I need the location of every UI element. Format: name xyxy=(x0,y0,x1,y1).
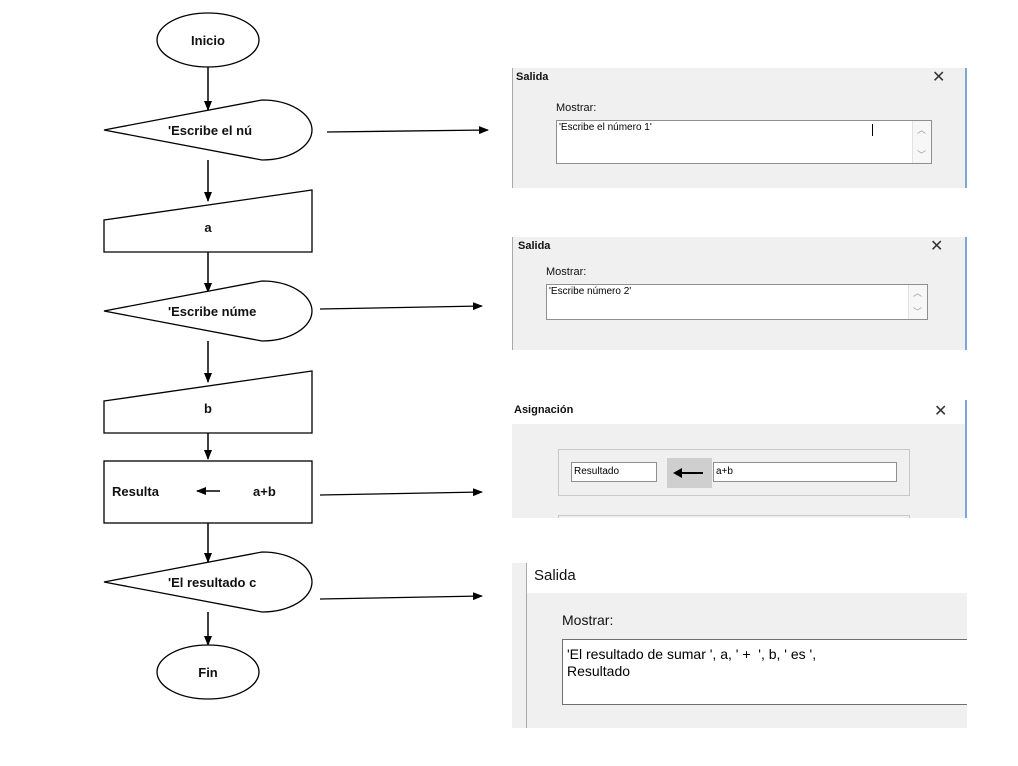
mostrar-value: 'Escribe el número 1' xyxy=(559,122,652,133)
dialog-right-border xyxy=(965,400,967,518)
expression-input[interactable]: a+b xyxy=(713,462,897,482)
close-icon[interactable]: ✕ xyxy=(932,69,946,86)
dialog-title: Salida xyxy=(516,71,549,83)
second-group-edge xyxy=(558,515,910,518)
target-input[interactable]: Resultado xyxy=(571,462,657,482)
input-node-b xyxy=(103,370,313,434)
end-label: Fin xyxy=(198,665,218,680)
link-arrow-3 xyxy=(319,488,483,497)
scroll-up-icon[interactable]: ︿ xyxy=(913,288,923,298)
assignment-target-label: Resulta xyxy=(112,484,160,499)
mostrar-value: 'Escribe número 2' xyxy=(549,286,632,297)
textarea-scrollbar[interactable]: ︿ ﹀ xyxy=(908,285,927,319)
dialog-left-border xyxy=(512,68,513,188)
mostrar-textarea[interactable]: 'El resultado de sumar ', a, ' + ', b, '… xyxy=(562,639,967,705)
target-value: Resultado xyxy=(574,466,620,477)
assign-arrow-button[interactable] xyxy=(667,458,712,488)
text-caret xyxy=(872,124,873,136)
start-label: Inicio xyxy=(191,33,225,48)
link-arrow-1 xyxy=(326,126,489,135)
left-arrow-icon xyxy=(673,468,703,478)
title-bar xyxy=(527,563,967,593)
title-bar xyxy=(512,400,965,424)
output-node-2-label: 'Escribe núme xyxy=(168,304,256,319)
output-node-1-label: 'Escribe el nú xyxy=(168,123,252,138)
asignacion-dialog: Asignación ✕ Resultado a+b xyxy=(512,400,967,518)
salida-dialog-3: Salida Mostrar: 'El resultado de sumar '… xyxy=(512,563,967,728)
mostrar-textarea[interactable]: 'Escribe número 2' ︿ ﹀ xyxy=(546,284,928,320)
close-icon[interactable]: ✕ xyxy=(930,238,944,255)
scroll-up-icon[interactable]: ︿ xyxy=(917,125,927,135)
scroll-down-icon[interactable]: ﹀ xyxy=(913,307,923,317)
mostrar-label: Mostrar: xyxy=(546,266,587,278)
close-icon[interactable]: ✕ xyxy=(934,403,948,420)
input-node-a xyxy=(103,189,313,253)
mostrar-label: Mostrar: xyxy=(556,102,597,114)
output-node-1 xyxy=(103,99,313,161)
textarea-scrollbar[interactable]: ︿ ﹀ xyxy=(912,121,931,163)
link-arrow-2 xyxy=(319,302,483,311)
output-node-3 xyxy=(103,551,313,613)
salida-dialog-1: Salida ✕ Mostrar: 'Escribe el número 1' … xyxy=(512,68,967,188)
mostrar-label: Mostrar: xyxy=(562,612,614,628)
assignment-expr-label: a+b xyxy=(253,484,276,499)
output-node-2 xyxy=(103,280,313,342)
dialog-title: Asignación xyxy=(514,404,574,416)
assignment-node xyxy=(103,460,313,524)
output-node-3-label: 'El resultado c xyxy=(168,575,256,590)
input-node-a-label: a xyxy=(204,220,212,235)
mostrar-value: 'El resultado de sumar ', a, ' + ', b, '… xyxy=(567,646,817,679)
dialog-right-border xyxy=(965,68,967,188)
input-node-b-label: b xyxy=(204,401,212,416)
dialog-title: Salida xyxy=(534,567,576,584)
salida-dialog-2: Salida ✕ Mostrar: 'Escribe número 2' ︿ ﹀ xyxy=(512,237,967,350)
end-node xyxy=(156,644,260,700)
dialog-left-border xyxy=(526,563,527,728)
dialog-title: Salida xyxy=(518,240,551,252)
dialog-left-border xyxy=(512,237,513,350)
expression-value: a+b xyxy=(716,466,733,477)
link-arrow-4 xyxy=(319,592,483,601)
dialog-right-border xyxy=(965,237,967,350)
assignment-group: Resultado a+b xyxy=(558,449,910,496)
mostrar-textarea[interactable]: 'Escribe el número 1' ︿ ﹀ xyxy=(556,120,932,164)
scroll-down-icon[interactable]: ﹀ xyxy=(917,150,927,160)
